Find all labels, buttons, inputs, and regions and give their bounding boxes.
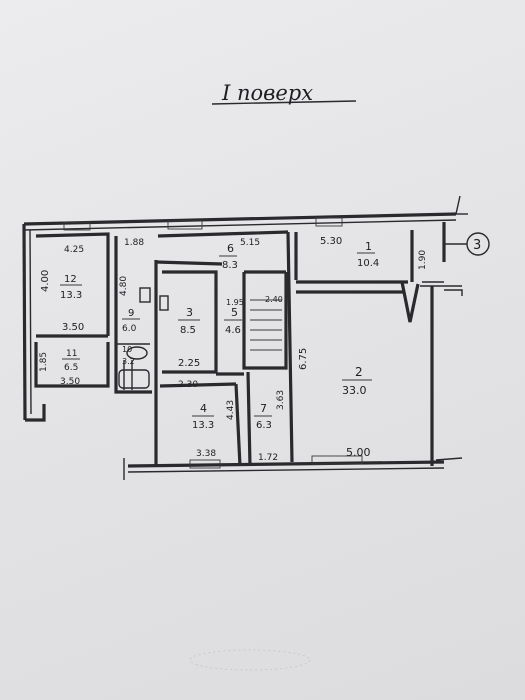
dim-4-00: 4.00	[40, 270, 51, 292]
room-6-number: 6	[227, 242, 234, 255]
dim-4-80: 4.80	[119, 276, 129, 296]
room-2-area: 33.0	[342, 384, 367, 397]
dim-5-00: 5.00	[346, 446, 371, 459]
title-underline	[211, 100, 357, 105]
room-7-area: 6.3	[256, 420, 272, 431]
bath-fixture	[118, 346, 150, 389]
room-6-area: 8.3	[222, 260, 238, 271]
faint-stamp-mark	[189, 649, 311, 671]
dim-2-40: 2.40	[265, 295, 283, 304]
stairs	[139, 287, 282, 351]
dim-3-50-bottom: 3.50	[60, 377, 80, 387]
dim-1-95: 1.95	[226, 298, 244, 307]
room-2-number: 2	[355, 365, 363, 379]
room-5-number: 5	[231, 306, 238, 319]
dim-1-90: 1.90	[418, 250, 428, 270]
dim-2-30: 2.30	[178, 380, 198, 390]
room-1-area: 10.4	[357, 258, 379, 269]
dim-1-85: 1.85	[39, 352, 49, 372]
dim-5-15: 5.15	[240, 238, 260, 248]
room-3-area: 8.5	[180, 325, 196, 336]
room-11-number: 11	[66, 349, 77, 359]
room-9-number: 9	[128, 308, 134, 319]
room-1-number: 1	[365, 240, 372, 253]
room-11-area: 6.5	[64, 363, 78, 373]
axis-marker-label: 3	[473, 238, 481, 253]
room-10-area: 3.2	[122, 357, 135, 366]
room-12-number: 12	[64, 274, 77, 285]
room-4-number: 4	[200, 402, 207, 415]
room-5-area: 4.6	[225, 325, 241, 336]
room-labels: 1 10.4 2 33.0 3 8.5 4 13.3 5 4.6 6 8.3 7…	[60, 240, 379, 431]
dim-5-30: 5.30	[320, 236, 342, 247]
room-12-area: 13.3	[60, 290, 82, 301]
dim-1-72: 1.72	[258, 453, 278, 463]
dim-4-25: 4.25	[64, 245, 84, 255]
dimension-labels: 4.25 1.88 5.15 5.30 1.90 4.00 4.80 3.50 …	[39, 236, 428, 463]
room-7-number: 7	[260, 402, 267, 415]
room-3-number: 3	[186, 306, 193, 319]
dim-2-25: 2.25	[178, 358, 200, 369]
outer-walls	[22, 195, 468, 480]
dim-1-88: 1.88	[124, 238, 144, 248]
dim-4-43: 4.43	[226, 400, 236, 420]
dim-6-75: 6.75	[298, 348, 309, 370]
dim-3-38: 3.38	[196, 449, 216, 459]
plan-title: I поверх	[221, 81, 313, 105]
window-marks	[63, 217, 363, 469]
room-4-area: 13.3	[192, 420, 214, 431]
dim-3-63: 3.63	[276, 390, 286, 410]
dim-3-50-top: 3.50	[62, 322, 84, 333]
room-9-area: 6.0	[122, 324, 137, 334]
room-10-number: 10	[122, 345, 132, 354]
inner-walls	[34, 230, 444, 467]
